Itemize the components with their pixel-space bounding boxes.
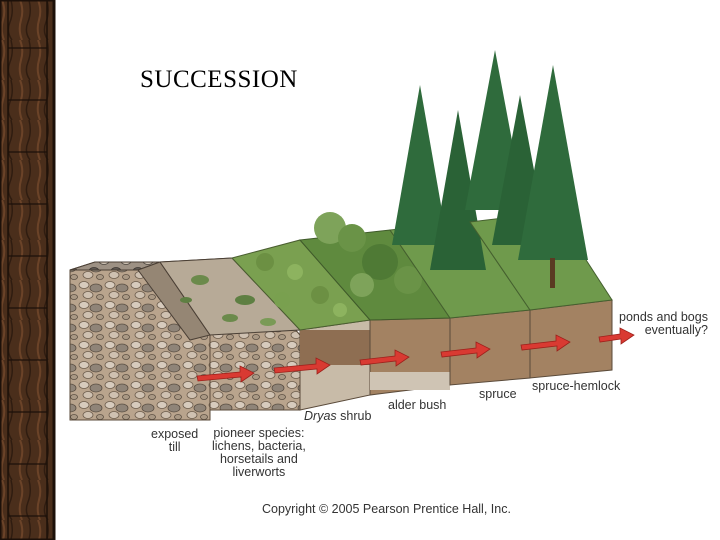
arrow-5 xyxy=(520,334,571,352)
label-line: liverworts xyxy=(232,465,286,479)
arrow-1 xyxy=(196,365,255,383)
arrow-2 xyxy=(273,357,331,375)
label-line: exposed xyxy=(151,427,199,441)
label-italic: Dryas xyxy=(304,409,337,423)
label-rest: shrub xyxy=(336,409,372,423)
label-dryas-shrub: Dryas shrub xyxy=(304,410,371,423)
block-spruce-hemlock xyxy=(465,50,613,379)
label-line: lichens, bacteria, xyxy=(212,439,306,453)
label-line: ponds and bogs xyxy=(619,310,708,324)
left-wood-border xyxy=(0,0,56,540)
label-line: eventually? xyxy=(644,323,708,337)
block-spruce xyxy=(389,85,531,386)
arrow-4 xyxy=(440,341,491,359)
succession-arrows xyxy=(196,327,635,383)
label-spruce: spruce xyxy=(479,387,517,401)
label-ponds-and-bogs: ponds and bogs eventually? xyxy=(619,311,708,337)
label-line: horsetails and xyxy=(219,452,298,466)
arrow-3 xyxy=(359,349,410,367)
block-alder xyxy=(298,212,451,396)
block-dryas xyxy=(231,239,371,411)
label-spruce-hemlock: spruce-hemlock xyxy=(532,379,621,393)
copyright-text: Copyright © 2005 Pearson Prentice Hall, … xyxy=(262,502,511,516)
label-exposed-till: exposed till xyxy=(151,428,198,454)
label-line: till xyxy=(168,440,181,454)
slide-title: SUCCESSION xyxy=(140,66,298,93)
label-alder-bush: alder bush xyxy=(388,398,447,412)
arrow-6 xyxy=(598,327,635,345)
label-line: pioneer species: xyxy=(213,426,305,440)
label-pioneer-species: pioneer species: lichens, bacteria, hors… xyxy=(212,427,306,479)
